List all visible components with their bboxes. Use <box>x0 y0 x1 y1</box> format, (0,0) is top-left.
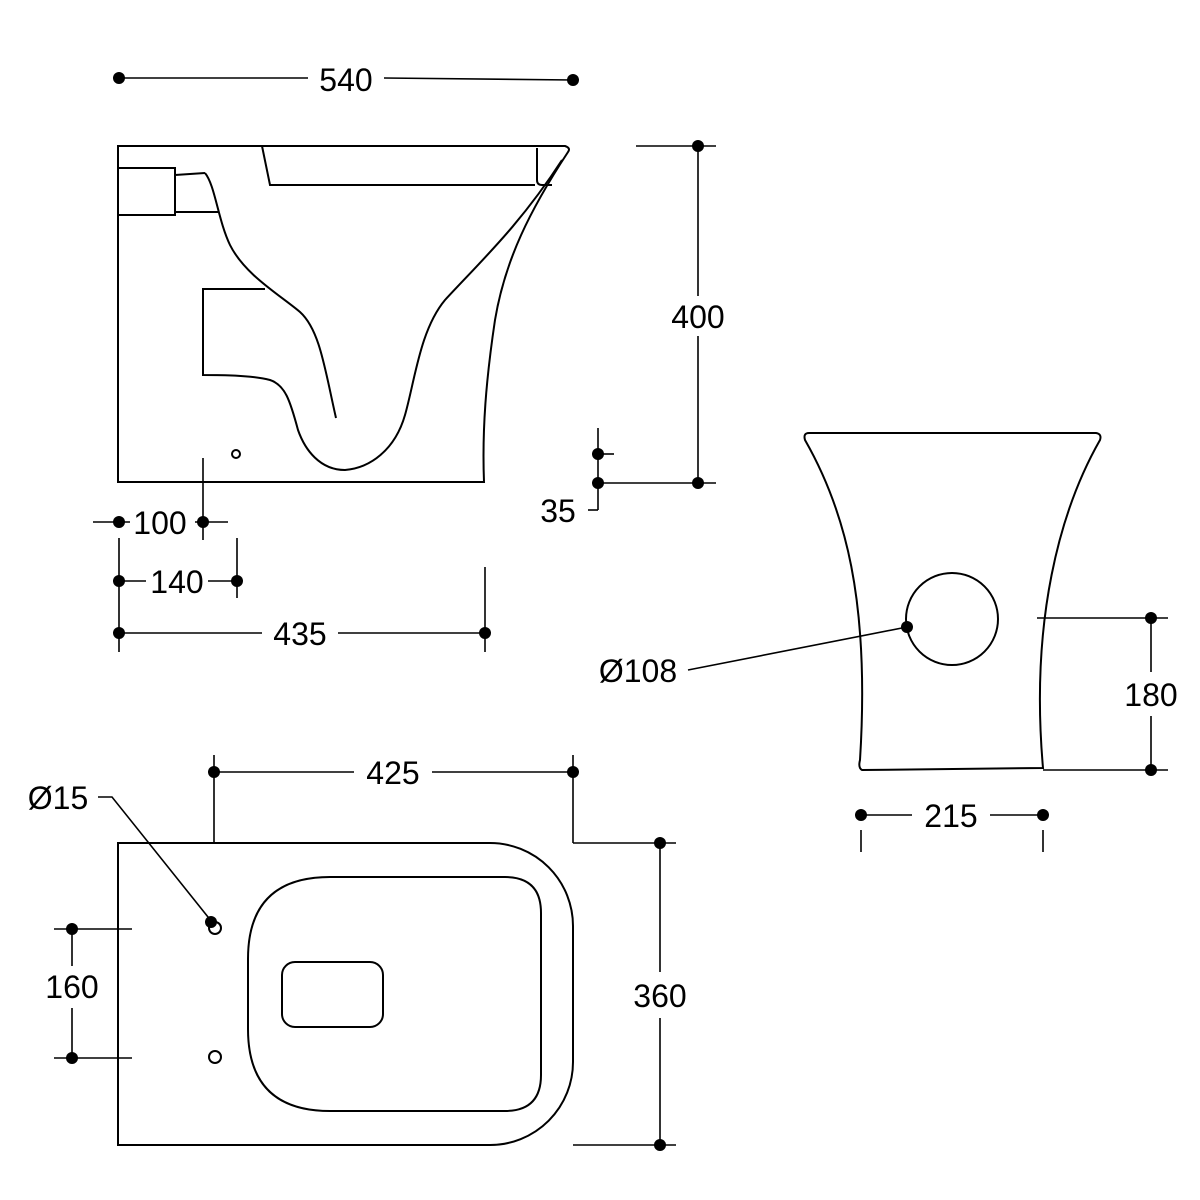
seat-line <box>261 145 535 186</box>
flush-rim <box>281 961 384 1028</box>
bowl-rim <box>247 876 542 1112</box>
dim-label-360: 360 <box>633 978 686 1014</box>
bowl-inner <box>202 159 563 472</box>
dim-35: 35 <box>540 428 614 529</box>
dim-108: Ø108 <box>599 621 913 689</box>
side-outline <box>117 145 570 483</box>
top-view <box>117 842 574 1146</box>
side-view <box>117 145 570 483</box>
dim-label-160: 160 <box>45 969 98 1005</box>
dim-label-425: 425 <box>366 755 419 791</box>
outlet-circle <box>905 572 999 666</box>
fixing-hole-bottom <box>208 1050 222 1064</box>
dim-400: 400 <box>598 140 725 489</box>
dim-100: 100 <box>93 458 228 541</box>
dim-360: 360 <box>573 837 687 1151</box>
dim-label-15: Ø15 <box>28 780 88 816</box>
side-hole <box>231 449 241 459</box>
inlet <box>118 167 218 216</box>
dim-label-100: 100 <box>133 505 186 541</box>
seat-hinge <box>536 148 552 186</box>
dim-215: 215 <box>855 798 1049 852</box>
dim-140-435: 140 435 <box>113 538 491 652</box>
dim-label-180: 180 <box>1124 677 1177 713</box>
trapway <box>204 172 337 419</box>
dim-label-435: 435 <box>273 616 326 652</box>
dim-label-140: 140 <box>150 564 203 600</box>
dim-15: Ø15 <box>28 780 217 928</box>
dim-425: 425 <box>208 755 676 844</box>
dim-label-108: Ø108 <box>599 653 677 689</box>
back-view <box>803 432 1102 772</box>
dim-label-540: 540 <box>319 62 372 98</box>
dim-160: 160 <box>45 923 132 1064</box>
dim-540: 540 <box>113 62 579 98</box>
dim-180: 180 <box>1037 612 1178 776</box>
dim-label-215: 215 <box>924 798 977 834</box>
dim-label-35: 35 <box>540 493 576 529</box>
dim-label-400: 400 <box>671 299 724 335</box>
